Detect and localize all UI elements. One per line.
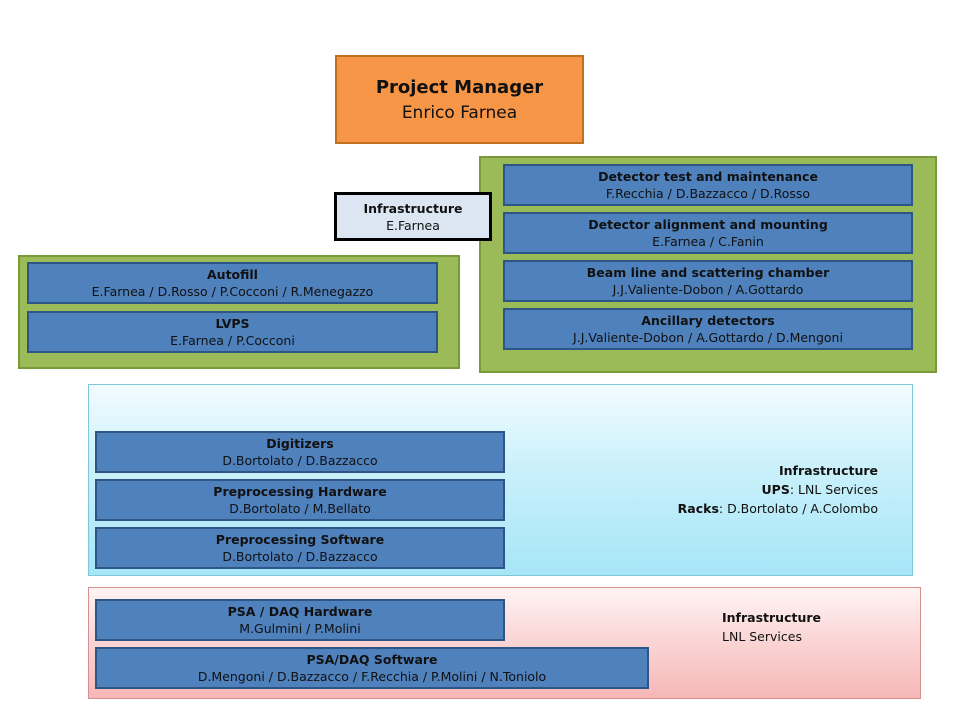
project-manager-title: Project Manager (375, 76, 544, 98)
beam-line-box: Beam line and scattering chamber J.J.Val… (503, 260, 913, 302)
lvps-names: E.Farnea / P.Cocconi (170, 333, 295, 348)
infrastructure-title: Infrastructure (363, 200, 463, 216)
ups-label: UPS (761, 482, 790, 497)
preprocessing-hardware-box: Preprocessing Hardware D.Bortolato / M.B… (95, 479, 505, 521)
racks-value: : D.Bortolato / A.Colombo (718, 501, 878, 516)
lvps-box: LVPS E.Farnea / P.Cocconi (27, 311, 438, 353)
racks-label: Racks (677, 501, 719, 516)
detector-alignment-title: Detector alignment and mounting (588, 217, 828, 232)
electronics-infrastructure-title: Infrastructure (779, 463, 878, 478)
preprocessing-software-title: Preprocessing Software (215, 532, 385, 547)
detector-test-box: Detector test and maintenance F.Recchia … (503, 164, 913, 206)
daq-infrastructure-value: LNL Services (722, 629, 802, 644)
preprocessing-software-box: Preprocessing Software D.Bortolato / D.B… (95, 527, 505, 569)
digitizers-names: D.Bortolato / D.Bazzacco (222, 453, 378, 468)
psa-daq-hardware-title: PSA / DAQ Hardware (227, 604, 373, 619)
beam-line-title: Beam line and scattering chamber (586, 265, 830, 280)
infrastructure-box: Infrastructure E.Farnea (334, 192, 492, 241)
electronics-infrastructure-text: Infrastructure UPS: LNL Services Racks: … (678, 461, 878, 518)
ancillary-detectors-title: Ancillary detectors (641, 313, 775, 328)
detector-test-title: Detector test and maintenance (598, 169, 818, 184)
ancillary-detectors-box: Ancillary detectors J.J.Valiente-Dobon /… (503, 308, 913, 350)
psa-daq-software-names: D.Mengoni / D.Bazzacco / F.Recchia / P.M… (197, 669, 547, 684)
psa-daq-software-title: PSA/DAQ Software (306, 652, 438, 667)
beam-line-names: J.J.Valiente-Dobon / A.Gottardo (612, 282, 804, 297)
daq-infrastructure-text: Infrastructure LNL Services (722, 608, 821, 646)
autofill-box: Autofill E.Farnea / D.Rosso / P.Cocconi … (27, 262, 438, 304)
ancillary-detectors-names: J.J.Valiente-Dobon / A.Gottardo / D.Meng… (573, 330, 843, 345)
ups-value: : LNL Services (789, 482, 878, 497)
infrastructure-names: E.Farnea (386, 217, 440, 233)
project-manager-name: Enrico Farnea (401, 102, 518, 123)
detector-alignment-names: E.Farnea / C.Fanin (652, 234, 764, 249)
lvps-title: LVPS (215, 316, 250, 331)
daq-infrastructure-title: Infrastructure (722, 610, 821, 625)
detector-test-names: F.Recchia / D.Bazzacco / D.Rosso (605, 186, 811, 201)
autofill-title: Autofill (207, 267, 258, 282)
psa-daq-software-box: PSA/DAQ Software D.Mengoni / D.Bazzacco … (95, 647, 649, 689)
preprocessing-software-names: D.Bortolato / D.Bazzacco (222, 549, 378, 564)
digitizers-box: Digitizers D.Bortolato / D.Bazzacco (95, 431, 505, 473)
preprocessing-hardware-title: Preprocessing Hardware (213, 484, 387, 499)
autofill-names: E.Farnea / D.Rosso / P.Cocconi / R.Meneg… (91, 284, 374, 299)
preprocessing-hardware-names: D.Bortolato / M.Bellato (229, 501, 371, 516)
psa-daq-hardware-box: PSA / DAQ Hardware M.Gulmini / P.Molini (95, 599, 505, 641)
psa-daq-hardware-names: M.Gulmini / P.Molini (239, 621, 361, 636)
detector-alignment-box: Detector alignment and mounting E.Farnea… (503, 212, 913, 254)
project-manager-box: Project Manager Enrico Farnea (335, 55, 584, 144)
digitizers-title: Digitizers (266, 436, 334, 451)
